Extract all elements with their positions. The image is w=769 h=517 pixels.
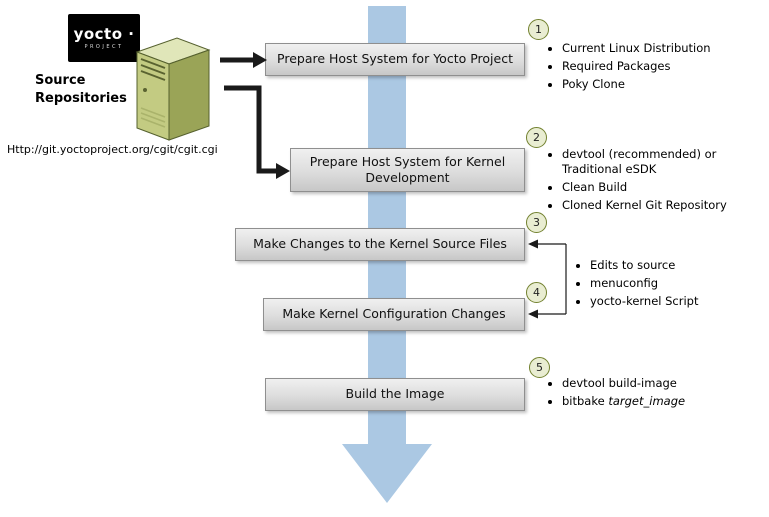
bullet-item: Clean Build [562,180,749,195]
source-repositories-server-icon [135,37,211,141]
step-box-4-make-config-changes: Make Kernel Configuration Changes [263,298,525,331]
bullet-text-italic: target_image [608,393,686,408]
step-number-badge-5: 5 [529,357,550,378]
step-1-bullets: Current Linux Distribution Required Pack… [549,41,759,95]
server-side-face [168,49,210,141]
server-vent [140,107,166,118]
server-power-button [143,88,147,92]
bullet-item: Poky Clone [562,77,759,92]
server-drive-bay [140,58,166,69]
step-box-1-prepare-host-yocto: Prepare Host System for Yocto Project [265,43,525,76]
server-vent [140,117,166,128]
bullet-item: bitbake target_image [562,394,749,409]
step-box-3-make-source-changes: Make Changes to the Kernel Source Files [235,228,525,261]
bullet-item: Required Packages [562,59,759,74]
step-box-2-prepare-host-kernel: Prepare Host System for Kernel Developme… [290,148,525,192]
step-number-badge-1: 1 [528,19,549,40]
bullet-item: devtool (recommended) or Traditional eSD… [562,147,749,177]
bullet-item: devtool build-image [562,376,749,391]
server-vent [140,112,166,123]
yocto-logo-subtext: PROJECT [84,44,124,51]
yocto-project-logo: yocto · PROJECT [68,14,140,62]
step-5-bullets: devtool build-image bitbake target_image [549,376,749,412]
step-number-badge-3: 3 [526,212,547,233]
bullet-text: bitbake [562,393,609,408]
step-number-badge-4: 4 [526,282,547,303]
step-box-5-build-image: Build the Image [265,378,525,411]
source-repositories-label: Source Repositories [35,73,127,107]
bullet-item: Cloned Kernel Git Repository [562,198,749,213]
step-2-bullets: devtool (recommended) or Traditional eSD… [549,147,749,216]
source-repositories-url: Http://git.yoctoproject.org/cgit/cgit.cg… [7,143,218,156]
steps-3-4-shared-bullets: Edits to source menuconfig yocto-kernel … [577,258,747,312]
server-drive-bay [140,70,166,81]
bullet-item: yocto-kernel Script [590,294,747,309]
bullet-item: Current Linux Distribution [562,41,759,56]
yocto-logo-text: yocto · [73,24,135,43]
server-drive-bay [140,64,166,75]
bullet-item: Edits to source [590,258,747,273]
bullet-item: menuconfig [590,276,747,291]
step-number-badge-2: 2 [526,127,547,148]
